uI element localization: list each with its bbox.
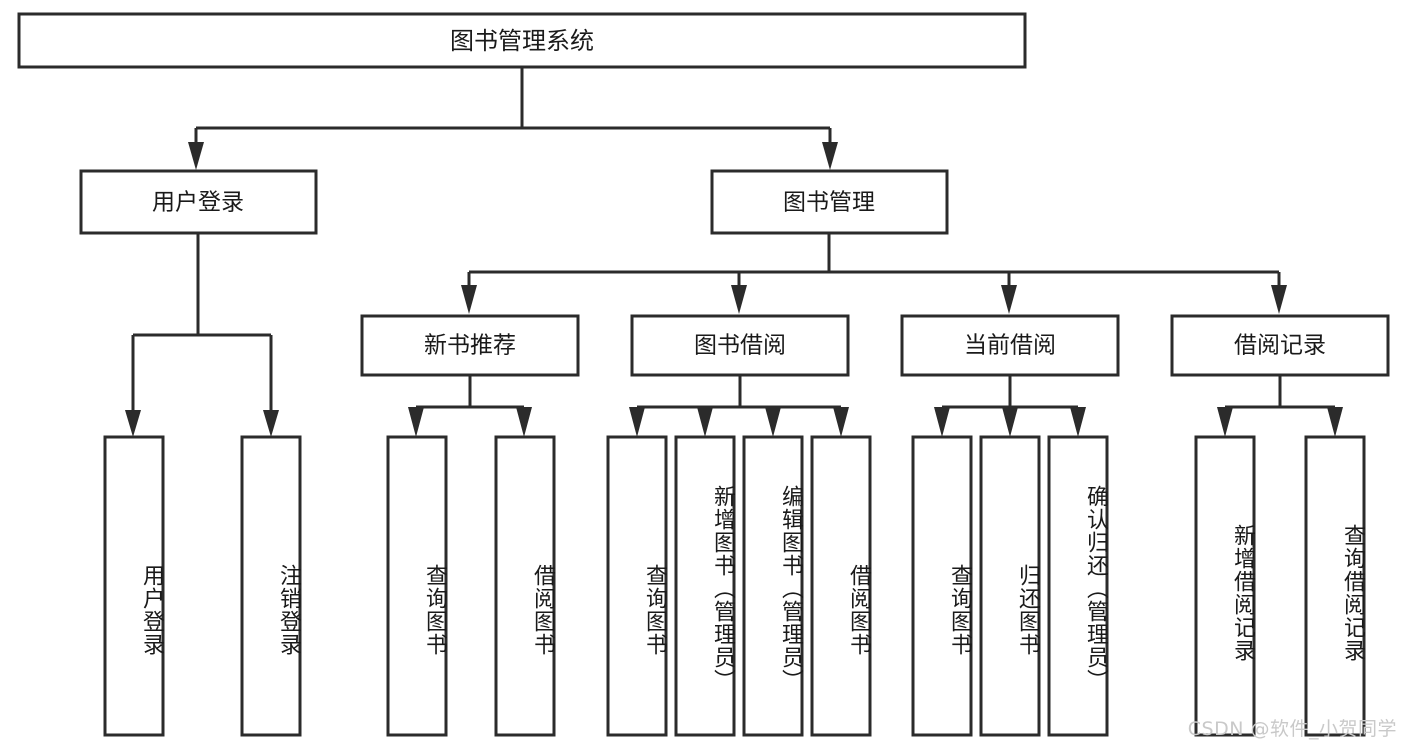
connector-group-book-borrow [629, 375, 849, 437]
arrow-book-borrow [731, 285, 747, 314]
arrow-borrow-leaf-1 [629, 407, 645, 437]
node-book-borrow-box[interactable] [630, 314, 850, 377]
arrow-newbook-leaf-1 [408, 407, 424, 437]
node-root-system-box[interactable] [17, 12, 1027, 69]
arrow-current-leaf-3 [1070, 407, 1086, 437]
arrow-newbook-leaf-2 [516, 407, 532, 437]
arrow-borrow-leaf-2 [697, 407, 713, 437]
arrow-book-new [461, 285, 477, 314]
arrow-current-leaf-2 [1002, 407, 1018, 437]
node-leaf-edit-book-box[interactable] [742, 435, 804, 737]
node-borrow-record-box[interactable] [1170, 314, 1390, 377]
arrow-record-leaf-1 [1217, 407, 1233, 437]
node-book-borrow[interactable]: 图书借阅 [630, 314, 850, 377]
node-leaf-add-book-box[interactable] [674, 435, 736, 737]
node-leaf-query-book-3-box[interactable] [911, 435, 973, 737]
node-book-manage[interactable]: 图书管理 [710, 169, 949, 235]
node-leaf-return-book-box[interactable] [979, 435, 1041, 737]
node-user-login[interactable]: 用户登录 [79, 169, 318, 235]
node-borrow-record[interactable]: 借阅记录 [1170, 314, 1390, 377]
arrow-borrow-leaf-3 [765, 407, 781, 437]
node-book-manage-label: 图书管理 [783, 190, 875, 216]
node-book-manage-box[interactable] [710, 169, 949, 235]
csdn-watermark: CSDN @软件_小贺同学 [1187, 718, 1397, 740]
arrow-root-to-user [188, 142, 204, 170]
arrow-user-leaf-1 [125, 410, 141, 437]
node-book-borrow-label: 图书借阅 [694, 333, 786, 359]
connector-group-current-borrow [934, 375, 1086, 437]
node-root-system[interactable]: 图书管理系统 [17, 12, 1027, 69]
node-leaf-query-record-box[interactable] [1304, 435, 1366, 737]
node-leaf-borrow-book-1-box[interactable] [494, 435, 556, 737]
node-user-login-box[interactable] [79, 169, 318, 235]
node-user-login-label: 用户登录 [152, 190, 244, 216]
connector-group-new-book [408, 375, 532, 437]
node-leaf-add-record-box[interactable] [1194, 435, 1256, 737]
node-leaf-user-login-box[interactable] [103, 435, 165, 737]
connector-group-borrow-record [1217, 375, 1343, 437]
arrow-current-leaf-1 [934, 407, 950, 437]
node-new-book-recommend-box[interactable] [360, 314, 580, 377]
connector-group-user-login [125, 233, 279, 437]
arrow-user-leaf-2 [263, 410, 279, 437]
connector-group-book-manage [461, 233, 1287, 314]
node-leaf-borrow-book-2-box[interactable] [810, 435, 872, 737]
node-borrow-record-label: 借阅记录 [1234, 333, 1326, 359]
node-leaf-confirm-return-box[interactable] [1047, 435, 1109, 737]
arrow-book-current [1001, 285, 1017, 314]
arrow-book-record [1271, 285, 1287, 314]
node-root-system-label: 图书管理系统 [450, 27, 594, 55]
arrow-root-to-book [822, 142, 838, 170]
node-current-borrow-label: 当前借阅 [964, 333, 1056, 359]
connector-group-root [188, 67, 838, 170]
node-new-book-recommend-label: 新书推荐 [424, 333, 516, 359]
node-new-book-recommend[interactable]: 新书推荐 [360, 314, 580, 377]
node-leaf-logout-box[interactable] [240, 435, 302, 737]
node-leaf-query-book-1-box[interactable] [386, 435, 448, 737]
arrow-record-leaf-2 [1327, 407, 1343, 437]
node-leaf-query-book-2-box[interactable] [606, 435, 668, 737]
arrow-borrow-leaf-4 [833, 407, 849, 437]
node-current-borrow[interactable]: 当前借阅 [900, 314, 1120, 377]
node-current-borrow-box[interactable] [900, 314, 1120, 377]
